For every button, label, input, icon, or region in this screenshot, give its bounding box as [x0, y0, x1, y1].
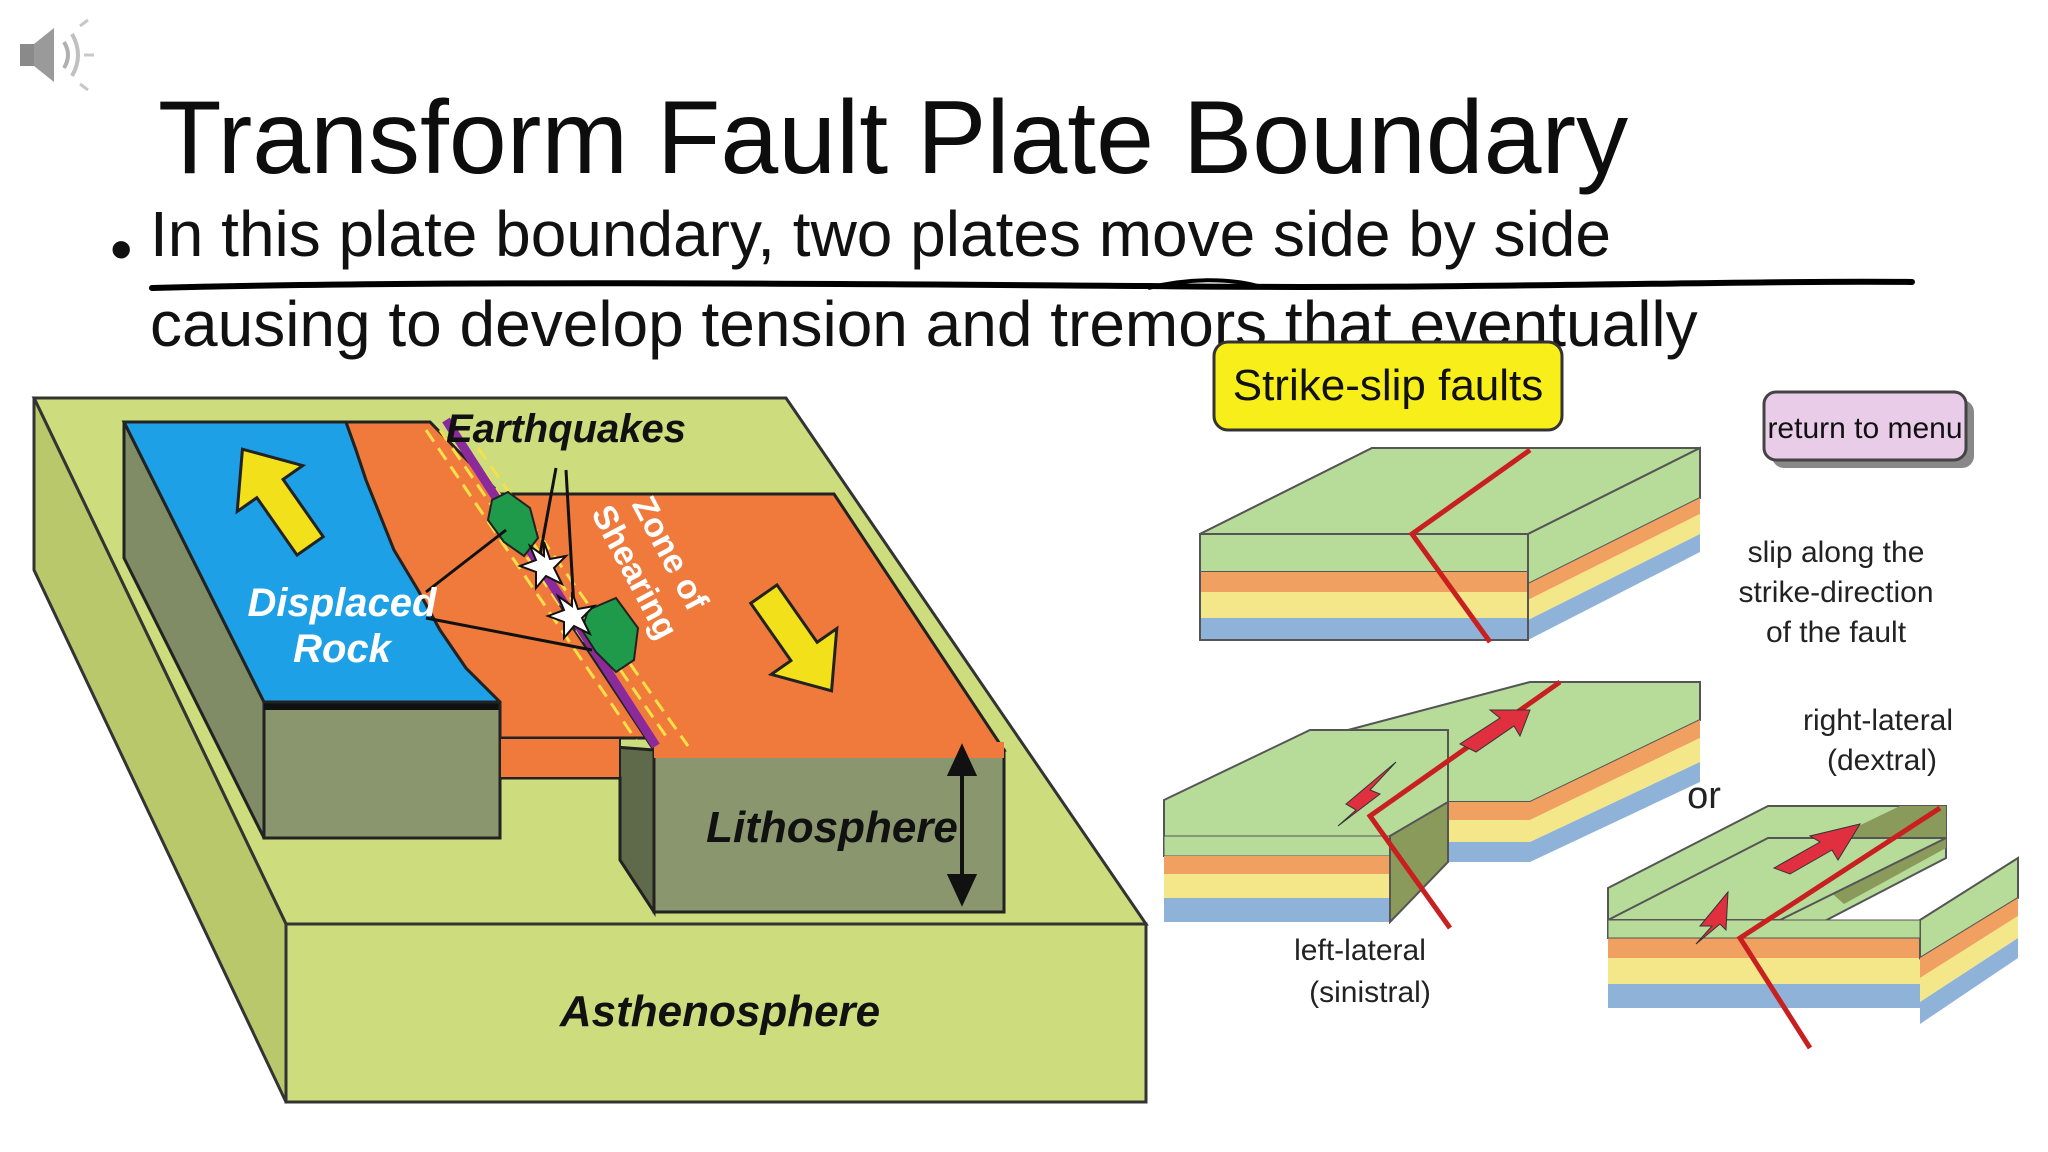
lithosphere-label: Lithosphere: [706, 803, 958, 852]
right-lateral-text-1: right-lateral: [1803, 704, 1953, 737]
up-arrow-icon: [235, 447, 326, 558]
displaced-rock-label-1: Displaced: [248, 581, 439, 625]
right-lateral-text-2: (dextral): [1827, 744, 1937, 777]
left-lateral-text-2: (sinistral): [1309, 976, 1431, 1009]
strike-slip-diagram: Strike-slip faults return to menu slip a…: [1160, 338, 2020, 1063]
slide-title: Transform Fault Plate Boundary: [158, 80, 1629, 196]
speaker-icon[interactable]: [14, 16, 98, 101]
asthenosphere-side: [32, 397, 288, 1103]
down-arrow-icon: [748, 582, 839, 693]
return-to-menu-button[interactable]: return to menu: [1762, 390, 1974, 468]
block-top: [1199, 446, 1701, 644]
fault-trace-right-lateral: [1736, 805, 1942, 1050]
strike-slip-title: Strike-slip faults: [1233, 361, 1544, 410]
earthquake-star-icon: [545, 591, 597, 641]
asthenosphere-label: Asthenosphere: [559, 987, 880, 1036]
thickness-arrow: [946, 743, 978, 907]
fault-trace-top: [1408, 447, 1532, 644]
slip-arrow-right: [1772, 823, 1862, 875]
slip-arrow-up: [1458, 709, 1531, 753]
fault-line: [442, 417, 660, 749]
bullet-text-line1: In this plate boundary, two plates move …: [150, 198, 1611, 270]
strike-slip-title-badge: [1212, 340, 1564, 432]
displaced-rock-2: [580, 596, 640, 674]
bullet-dot: •: [110, 213, 133, 285]
svg-text:return to menu: return to menu: [1767, 412, 1962, 445]
earthquakes-label: Earthquakes: [446, 407, 686, 451]
slip-arrow-left: [1695, 890, 1729, 945]
slip-text-1: slip along the: [1748, 536, 1925, 569]
earthquake-star-icon: [517, 541, 569, 591]
or-label: or: [1687, 775, 1721, 817]
displaced-rock-label-2: Rock: [293, 627, 393, 671]
slip-arrow-down: [1337, 761, 1397, 827]
slip-text-3: of the fault: [1766, 616, 1907, 649]
transform-fault-diagram: Earthquakes Displaced Rock Zone of Shear…: [26, 390, 1166, 1115]
slip-text-2: strike-direction: [1738, 576, 1933, 609]
block-left-lateral: [1163, 679, 1701, 930]
left-lateral-text-1: left-lateral: [1294, 934, 1426, 967]
block-right-lateral: [1607, 805, 2019, 1050]
handwritten-underline: [148, 270, 1918, 305]
